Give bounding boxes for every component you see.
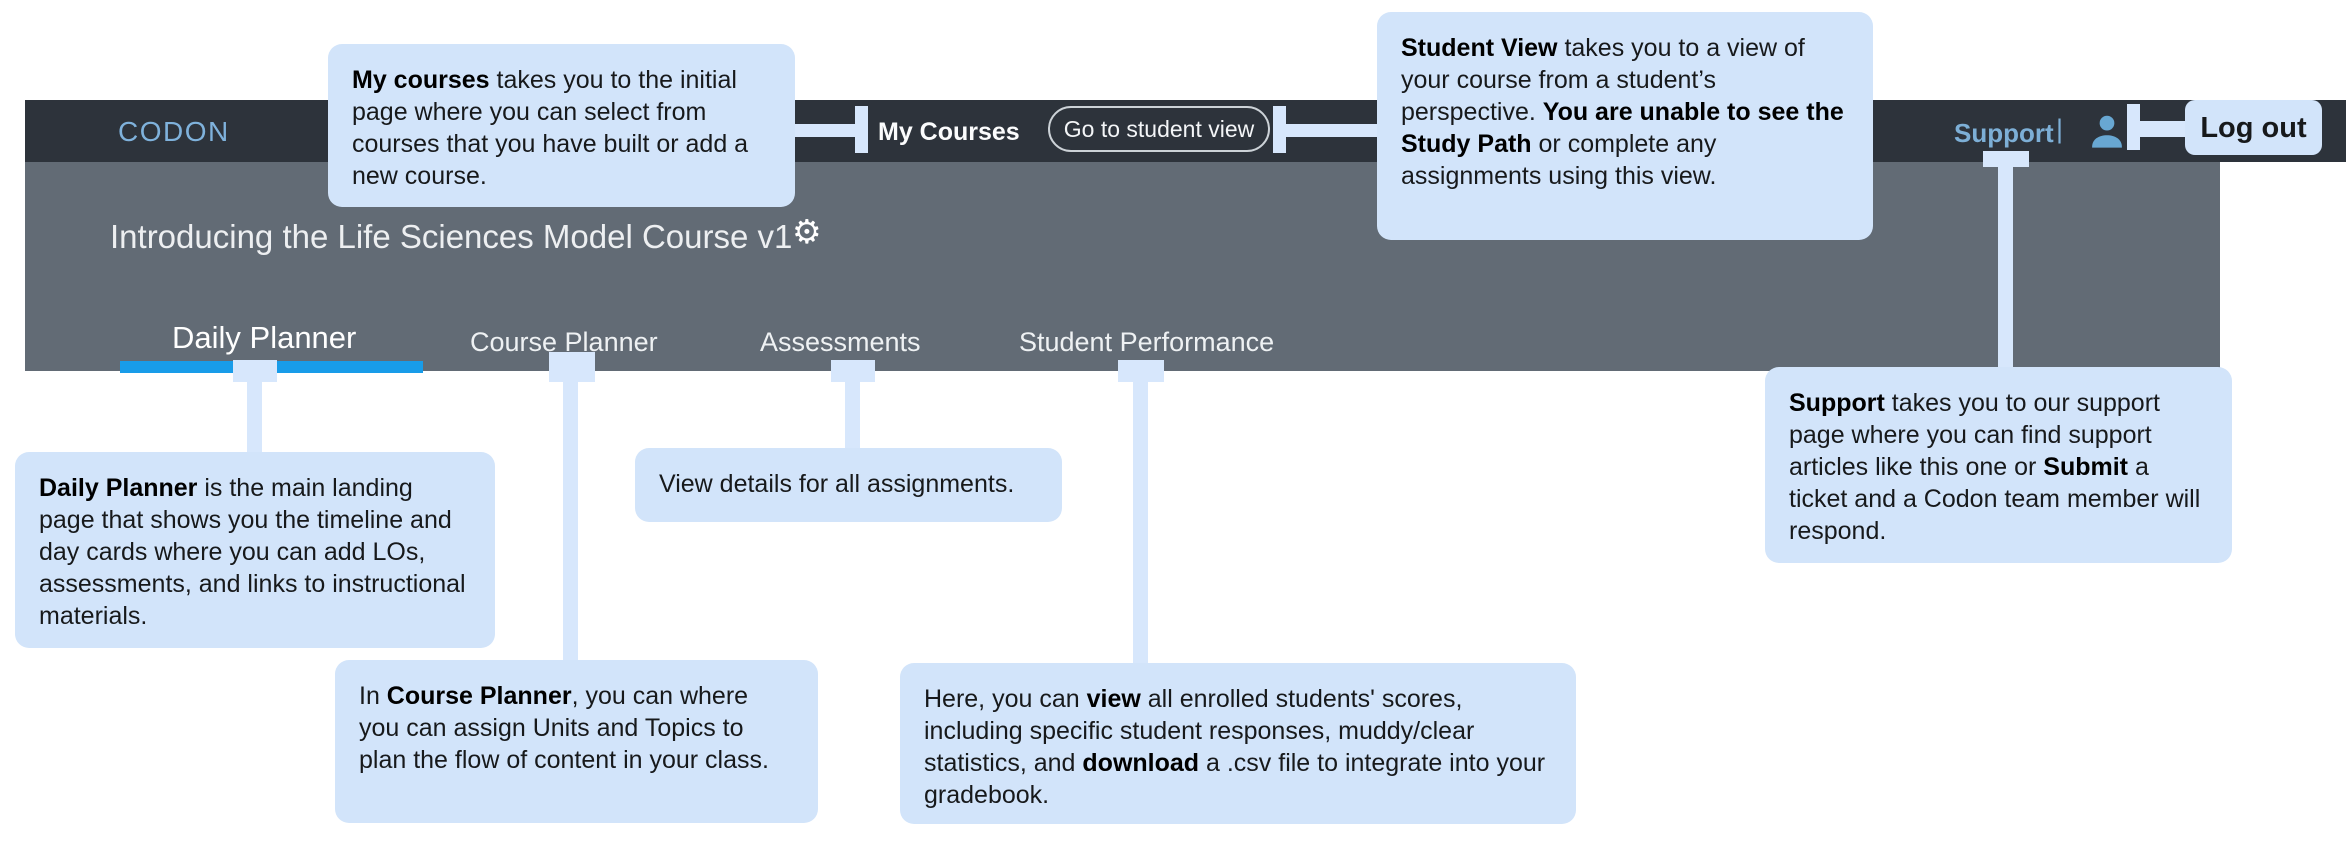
nav-item-support[interactable]: Support xyxy=(1954,118,2054,148)
connector-my-courses-bar xyxy=(855,106,868,153)
connector-my-courses-horizontal xyxy=(793,124,858,137)
callout-support: Support takes you to our support page wh… xyxy=(1765,367,2232,563)
person-icon[interactable] xyxy=(2086,110,2128,152)
codon-logo[interactable]: CODON xyxy=(118,116,230,147)
callout-course-planner: In Course Planner, you can where you can… xyxy=(335,660,818,823)
callout-assessments: View details for all assignments. xyxy=(635,448,1062,522)
connector-student-view-horizontal xyxy=(1284,124,1379,137)
connector-support-tbar xyxy=(1983,151,2029,167)
connector-course-planner-vertical xyxy=(563,371,578,663)
tab-daily-planner[interactable]: Daily Planner xyxy=(172,320,357,355)
callout-student-view: Student View takes you to a view of your… xyxy=(1377,12,1873,240)
nav-separator: | xyxy=(2056,114,2064,144)
nav-item-my-courses[interactable]: My Courses xyxy=(878,118,1020,146)
connector-logout-bar xyxy=(2127,104,2140,150)
callout-student-performance: Here, you can view all enrolled students… xyxy=(900,663,1576,824)
tab-assessments[interactable]: Assessments xyxy=(760,327,921,357)
connector-logout-horizontal xyxy=(2138,121,2187,137)
tab-student-performance[interactable]: Student Performance xyxy=(1019,327,1275,357)
callout-log-out: Log out xyxy=(2185,100,2322,155)
callout-daily-planner: Daily Planner is the main landing page t… xyxy=(15,452,495,648)
gear-icon[interactable]: ⚙ xyxy=(792,212,822,251)
page-title: Introducing the Life Sciences Model Cour… xyxy=(110,218,793,255)
go-to-student-view-button[interactable]: Go to student view xyxy=(1048,106,1270,152)
connector-daily-planner-vertical xyxy=(247,371,262,455)
connector-student-performance-vertical xyxy=(1133,371,1148,666)
connector-support-vertical xyxy=(1998,160,2013,370)
connector-student-view-bar xyxy=(1273,106,1286,153)
callout-my-courses: My courses takes you to the initial page… xyxy=(328,44,795,207)
connector-assessments-vertical xyxy=(845,371,860,451)
